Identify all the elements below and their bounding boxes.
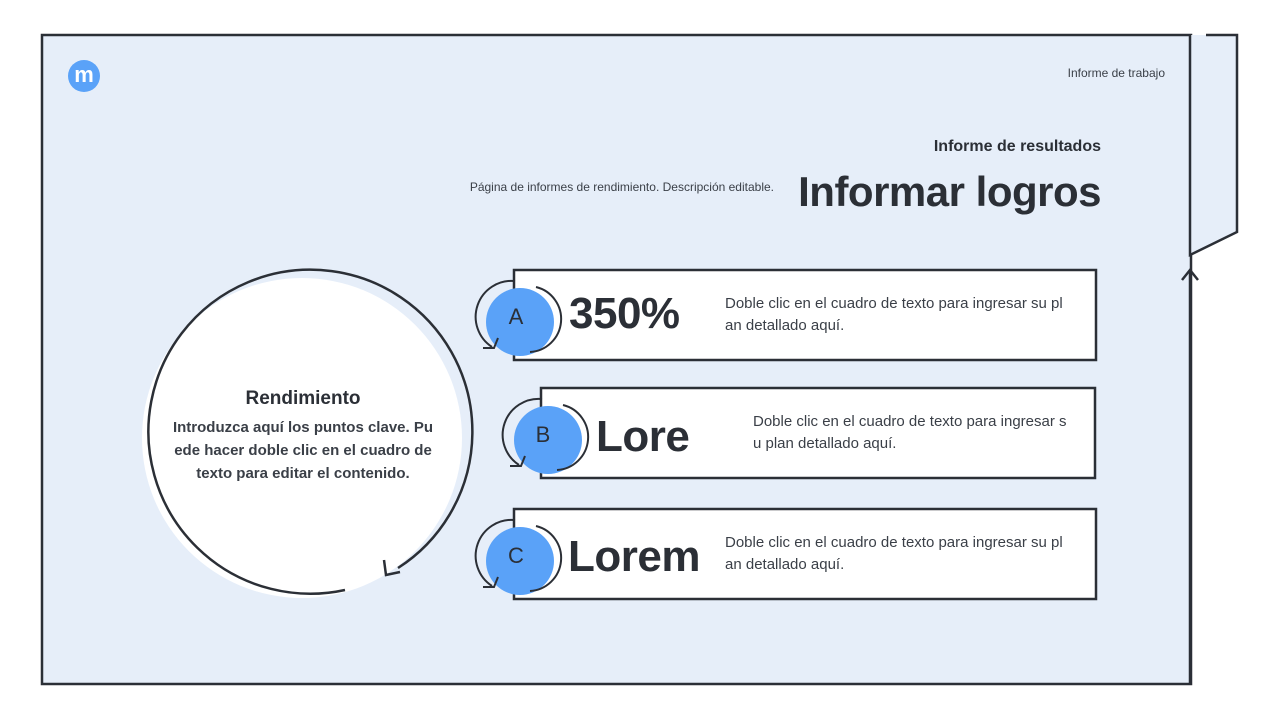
card-b-text[interactable]: Doble clic en el cuadro de texto para in…: [753, 413, 1067, 452]
card-c-text[interactable]: Doble clic en el cuadro de texto para in…: [725, 534, 1063, 573]
card-a-shape: [474, 268, 1098, 362]
card-c-value[interactable]: Lorem: [568, 532, 700, 581]
description: Página de informes de rendimiento. Descr…: [469, 180, 774, 194]
card-b-shape: [501, 386, 1097, 480]
page-title: Informar logros: [798, 168, 1101, 215]
circle-body: Introduzca aquí los puntos clave. Puede …: [172, 419, 434, 482]
header-label: Informe de trabajo: [1067, 66, 1165, 80]
side-tab: [1188, 33, 1239, 258]
performance-circle[interactable]: Rendimiento Introduzca aquí los puntos c…: [170, 388, 436, 485]
card-c-shape: [474, 507, 1098, 601]
card-a-text[interactable]: Doble clic en el cuadro de texto para in…: [725, 295, 1063, 334]
logo: m: [68, 60, 100, 92]
card-a-letter: A: [508, 304, 524, 329]
circle-arrow-icon: [382, 559, 401, 577]
card-c-letter: C: [508, 543, 524, 568]
circle-heading: Rendimiento: [245, 388, 361, 409]
card-b-letter: B: [535, 422, 551, 447]
up-arrow-icon: [1181, 267, 1199, 281]
circle-arc: [147, 268, 474, 595]
card-b-value[interactable]: Lore: [596, 412, 690, 461]
circle-fill: [142, 278, 462, 598]
card-a-value[interactable]: 350%: [569, 289, 680, 338]
subtitle: Informe de resultados: [933, 138, 1101, 155]
